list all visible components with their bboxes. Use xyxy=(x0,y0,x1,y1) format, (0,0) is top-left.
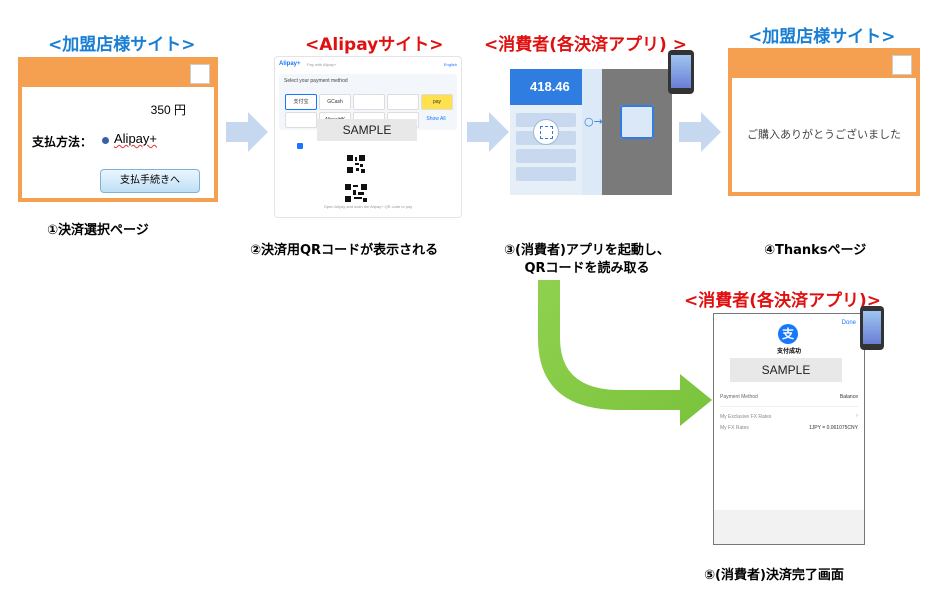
merchant-header xyxy=(732,52,916,78)
step2-caption: ②決済用QRコードが表示される xyxy=(250,243,439,258)
success-text: 支付成功 xyxy=(776,348,801,355)
merchant-header xyxy=(22,61,214,87)
payment-method-value: Alipay+ xyxy=(114,131,157,146)
wallet-chip[interactable]: pay xyxy=(421,94,453,110)
step4-caption: ④Thanksページ xyxy=(764,243,867,258)
amount-text: 350 円 xyxy=(150,103,186,117)
sample-label: SAMPLE xyxy=(730,358,842,382)
wallet-chip[interactable] xyxy=(353,94,385,110)
alipay-logo-icon: 支 xyxy=(778,324,798,344)
fx-label: My Exclusive FX Rates xyxy=(720,414,772,420)
scan-instruction: Open Alipay and scan the Alipay+ QR code… xyxy=(323,204,413,209)
scanner-app-screen: 418.46 ○→ xyxy=(510,69,672,195)
app-tile xyxy=(516,167,576,181)
alipay-payment-page: Alipay+ Pay with Alipay+ English Select … xyxy=(274,56,462,218)
window-square-icon xyxy=(190,64,210,84)
transition-arrow-icon: ○→ xyxy=(584,115,603,128)
camera-view xyxy=(602,69,672,195)
thanks-message: ご購入ありがとうございました xyxy=(747,128,901,141)
step3-caption-line2: QRコードを読み取る xyxy=(524,261,650,276)
select-method-label: Select your payment method xyxy=(284,78,348,84)
step2-title: <Alipayサイト> xyxy=(305,35,444,55)
wallet-chip[interactable] xyxy=(285,112,317,128)
tagline: Pay with Alipay+ xyxy=(307,62,337,67)
done-button[interactable]: Done xyxy=(841,320,856,326)
wallet-chip[interactable]: 支付宝 xyxy=(285,94,317,110)
qr-code-icon xyxy=(347,155,365,173)
payment-method-label: 支払方法： xyxy=(32,135,93,149)
smartphone-icon xyxy=(860,306,884,350)
merchant-checkout-page: 350 円 支払方法： Alipay+ 支払手続きへ xyxy=(18,57,218,202)
scan-button-icon[interactable] xyxy=(533,119,559,145)
screen-footer xyxy=(714,510,864,544)
payment-method-value: Balance xyxy=(839,394,858,400)
language-select[interactable]: English xyxy=(443,62,457,67)
payment-success-screen: Done 支 支付成功 SAMPLE Payment Method Balanc… xyxy=(713,313,865,545)
payment-method-label: Payment Method xyxy=(720,394,758,400)
qr-code-icon xyxy=(345,184,367,202)
thanks-page: ご購入ありがとうございました xyxy=(728,48,920,196)
divider xyxy=(720,406,858,407)
fx-rate-label: My FX Rates xyxy=(720,425,749,431)
wallet-chip[interactable] xyxy=(387,94,419,110)
step4-title: <加盟店様サイト> xyxy=(748,27,896,47)
wallet-panel: Select your payment method 支付宝 GCash pay… xyxy=(279,74,457,130)
arrow-right-icon xyxy=(679,112,721,152)
radio-dot-icon[interactable] xyxy=(102,137,109,144)
qr-scan-frame xyxy=(620,105,654,139)
balance-amount: 418.46 xyxy=(530,79,570,94)
smartphone-icon xyxy=(668,50,694,94)
proceed-payment-button[interactable]: 支払手続きへ xyxy=(100,169,200,193)
step5-caption: ⑤(消費者)決済完了画面 xyxy=(704,568,844,583)
alipay-small-icon xyxy=(297,143,303,149)
window-square-icon xyxy=(892,55,912,75)
flow-arrow-icon xyxy=(538,280,712,426)
sample-label: SAMPLE xyxy=(317,119,417,141)
step3-title: <消費者(各決済アプリ) > xyxy=(484,35,687,55)
step1-title: <加盟店様サイト> xyxy=(48,35,196,55)
arrow-right-icon xyxy=(467,112,509,152)
show-all-link[interactable]: Show All xyxy=(426,116,446,122)
step5-title: <消費者(各決済アプリ)> xyxy=(684,291,882,311)
fx-rate-value: 1JPY = 0.061075CNY xyxy=(809,425,858,431)
alipay-logo: Alipay+ xyxy=(279,61,301,67)
step1-caption: ①決済選択ページ xyxy=(47,223,149,238)
app-tile xyxy=(516,149,576,163)
balance-banner xyxy=(510,69,582,105)
chevron-right-icon[interactable]: › xyxy=(856,413,858,419)
step3-caption-line1: ③(消費者)アプリを起動し、 xyxy=(504,243,670,258)
wallet-chip[interactable]: GCash xyxy=(319,94,351,110)
arrow-right-icon xyxy=(226,112,268,152)
wallet-app-panel: 418.46 xyxy=(510,69,582,195)
